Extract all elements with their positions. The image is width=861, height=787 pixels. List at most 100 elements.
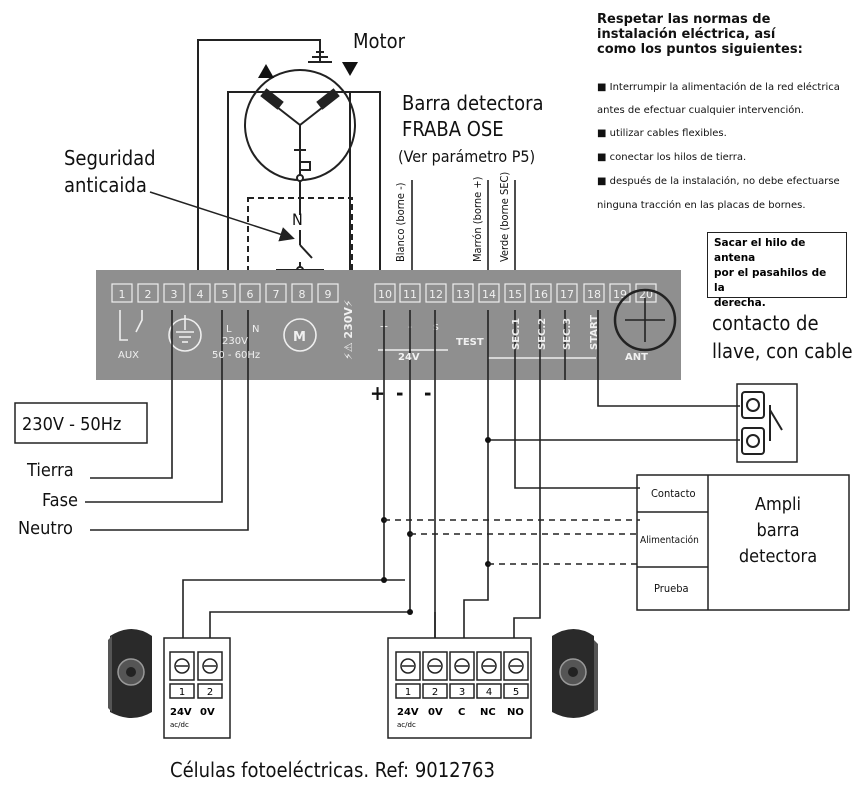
notes-title-2: instalación eléctrica, así	[597, 27, 776, 42]
pc-right-label-no: NO	[507, 707, 524, 718]
key-contact-label-2: llave, con cable	[712, 339, 853, 363]
terminal-number: 8	[299, 288, 306, 301]
note-item-1b: antes de efectuar cualquier intervención…	[597, 105, 804, 116]
note-item-3: ■ conectar los hilos de tierra.	[597, 152, 747, 163]
sensing-edge-note: (Ver parámetro P5)	[398, 147, 535, 166]
terminal-number: 16	[534, 288, 548, 301]
terminal-number: 1	[119, 288, 126, 301]
safety-label-1: Seguridad	[64, 146, 156, 170]
terminal-number: 11	[403, 288, 417, 301]
terminal-number: 4	[197, 288, 204, 301]
caption: Células fotoeléctricas. Ref: 9012763	[170, 758, 495, 782]
strip-ant-label: ANT	[625, 352, 648, 363]
amp-title-2: barra	[756, 520, 799, 541]
amp-contacto-label: Contacto	[651, 487, 696, 500]
up-arrow-icon	[258, 64, 274, 78]
terminal-number: 14	[482, 288, 496, 301]
sensing-edge-model: FRABA OSE	[402, 117, 504, 141]
mains-label: 230V - 50Hz	[22, 414, 121, 435]
pc-left-num-2: 2	[207, 687, 213, 698]
note-item-4a: ■ después de la instalación, no debe efe…	[597, 176, 840, 187]
mains-box	[14, 402, 148, 444]
pc-right-num-1: 1	[405, 687, 411, 698]
strip-230v-label: 230V	[222, 336, 248, 347]
pc-right-num-4: 4	[486, 687, 492, 698]
strip-24v-label: 24V	[398, 352, 420, 363]
pc-left-num-1: 1	[179, 687, 185, 698]
polarity-minus-2: -	[424, 381, 431, 405]
amp-title-3: detectora	[739, 546, 817, 567]
terminal-number: 7	[273, 288, 280, 301]
terminal-box	[530, 283, 552, 303]
neutro-label: Neutro	[18, 518, 73, 539]
switch-n-label: N	[292, 210, 303, 229]
terminal-box	[583, 283, 605, 303]
polarity-plus: +	[370, 381, 385, 405]
amplifier-box	[636, 474, 850, 611]
terminal-box	[504, 283, 526, 303]
terminal-number: 6	[247, 288, 254, 301]
strip-motor-m: M	[293, 330, 306, 345]
safety-label-2: anticaida	[64, 173, 147, 197]
wire-label-marron: Marrón (borne +)	[471, 176, 484, 262]
terminal-sign: s	[433, 320, 439, 333]
pc-right-label-24v: 24V	[397, 707, 419, 718]
wires	[85, 180, 740, 640]
terminal-box	[478, 283, 500, 303]
terminal-number: 2	[145, 288, 152, 301]
fase-label: Fase	[42, 490, 78, 511]
terminal-box	[425, 283, 447, 303]
terminal-box	[291, 283, 313, 303]
strip-sec3-label: SEC.3	[562, 318, 573, 350]
strip-markings	[119, 288, 677, 359]
amp-alimentacion-label: Alimentación	[640, 534, 699, 546]
terminal-number: 10	[378, 288, 392, 301]
pc-right-num-3: 3	[459, 687, 465, 698]
amp-title-1: Ampli	[755, 494, 801, 515]
wire-label-verde: Verde (borne SEC)	[498, 172, 511, 262]
photocell-device-right	[552, 629, 598, 718]
motor-label: Motor	[353, 29, 406, 53]
terminal-box	[399, 283, 421, 303]
notes-title-1: Respetar las normas de	[597, 12, 771, 27]
terminal-number: 5	[222, 288, 229, 301]
terminal-number: 12	[429, 288, 443, 301]
down-arrow-icon	[342, 62, 358, 76]
antenna-note-box: Sacar el hilo de antena por el pasahilos…	[707, 232, 847, 309]
pc-right-acdc: ac/dc	[397, 721, 416, 729]
strip-sec2-label: SEC.2	[537, 318, 548, 350]
terminal-box	[317, 283, 339, 303]
terminal-box	[374, 283, 396, 303]
notes-title-3: como los puntos siguientes:	[597, 42, 803, 57]
sensing-edge-title: Barra detectora	[402, 91, 544, 115]
terminal-number: 13	[456, 288, 470, 301]
wire-label-blanco: Blanco (borne -)	[394, 182, 407, 262]
pc-left-acdc: ac/dc	[170, 721, 189, 729]
terminal-number: 3	[171, 288, 178, 301]
safety-pointer-arrow	[149, 191, 295, 242]
antenna-note-line-1: Sacar el hilo de antena	[714, 237, 806, 264]
terminal-box	[137, 283, 159, 303]
terminal-number: 18	[587, 288, 601, 301]
strip-230v-vertical: ⚡⚠ 230V⚡	[342, 299, 355, 360]
pc-right-label-c: C	[458, 707, 465, 718]
pc-right-num-2: 2	[432, 687, 438, 698]
pc-right-label-0v: 0V	[428, 707, 443, 718]
pc-right-label-nc: NC	[480, 707, 496, 718]
pc-left-label-0v: 0V	[200, 707, 215, 718]
photocell-terminal-right	[387, 637, 532, 739]
note-item-1a: ■ Interrumpir la alimentación de la red …	[597, 82, 840, 93]
terminal-number: 17	[560, 288, 574, 301]
terminal-box	[111, 283, 133, 303]
dashed-wires	[384, 519, 640, 565]
note-item-2: ■ utilizar cables flexibles.	[597, 128, 727, 139]
terminal-number: 15	[508, 288, 522, 301]
tierra-label: Tierra	[26, 460, 74, 481]
terminal-box	[214, 283, 236, 303]
note-item-4b: ninguna tracción en las placas de bornes…	[597, 200, 806, 211]
terminal-number: 9	[325, 288, 332, 301]
amp-prueba-label: Prueba	[654, 582, 689, 595]
strip-test-label: TEST	[456, 337, 484, 348]
